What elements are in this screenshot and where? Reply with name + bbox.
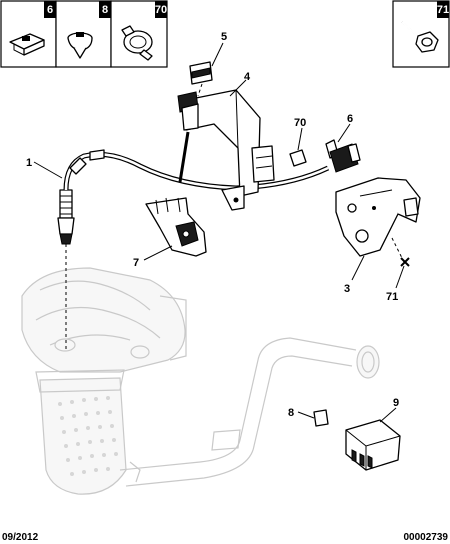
- sensor-harness: [63, 149, 330, 191]
- collar-clip-70[interactable]: [289, 149, 307, 167]
- callout-70: 70: [294, 117, 306, 129]
- callout-9: 9: [393, 397, 399, 409]
- callout-labels: 1 3 4 5 6 7 8 9 70 71: [26, 31, 399, 419]
- harness-bracket[interactable]: [177, 89, 275, 211]
- svg-text:6: 6: [47, 4, 53, 16]
- support-bracket[interactable]: [335, 177, 421, 267]
- exhaust-pipe-ghost: [119, 337, 380, 487]
- footer-date: 09/2012: [2, 532, 39, 543]
- clip-5[interactable]: [189, 61, 213, 97]
- header-box-6[interactable]: 6: [0, 0, 57, 68]
- bolt-icon: [401, 21, 439, 53]
- footer-reference: 00002739: [404, 532, 449, 543]
- svg-text:70: 70: [155, 4, 167, 16]
- header-box-8[interactable]: 8: [55, 0, 112, 68]
- clip-icon: [9, 33, 45, 56]
- svg-text:71: 71: [437, 4, 449, 16]
- callout-6: 6: [347, 113, 353, 125]
- relay-9[interactable]: [345, 419, 401, 471]
- clip-8-icon: [67, 32, 93, 59]
- clamp-collar-icon: [121, 25, 153, 61]
- heat-shield-bracket[interactable]: [145, 197, 207, 257]
- header-box-71[interactable]: 71: [392, 0, 450, 68]
- callout-1: 1: [26, 157, 32, 169]
- leader-lines: [33, 42, 405, 423]
- exhaust-manifold-ghost: [21, 267, 187, 373]
- callout-71: 71: [386, 291, 398, 303]
- header-box-70[interactable]: 70: [110, 0, 168, 68]
- callout-3: 3: [344, 283, 350, 295]
- callout-8: 8: [288, 407, 294, 419]
- callout-7: 7: [133, 257, 139, 269]
- catalytic-converter-ghost: [35, 369, 127, 495]
- svg-text:8: 8: [102, 4, 108, 16]
- callout-5: 5: [221, 31, 227, 43]
- callout-4: 4: [244, 71, 251, 83]
- connector-6[interactable]: [325, 139, 361, 173]
- small-part-8[interactable]: [313, 409, 329, 427]
- oxygen-sensor[interactable]: [57, 189, 75, 350]
